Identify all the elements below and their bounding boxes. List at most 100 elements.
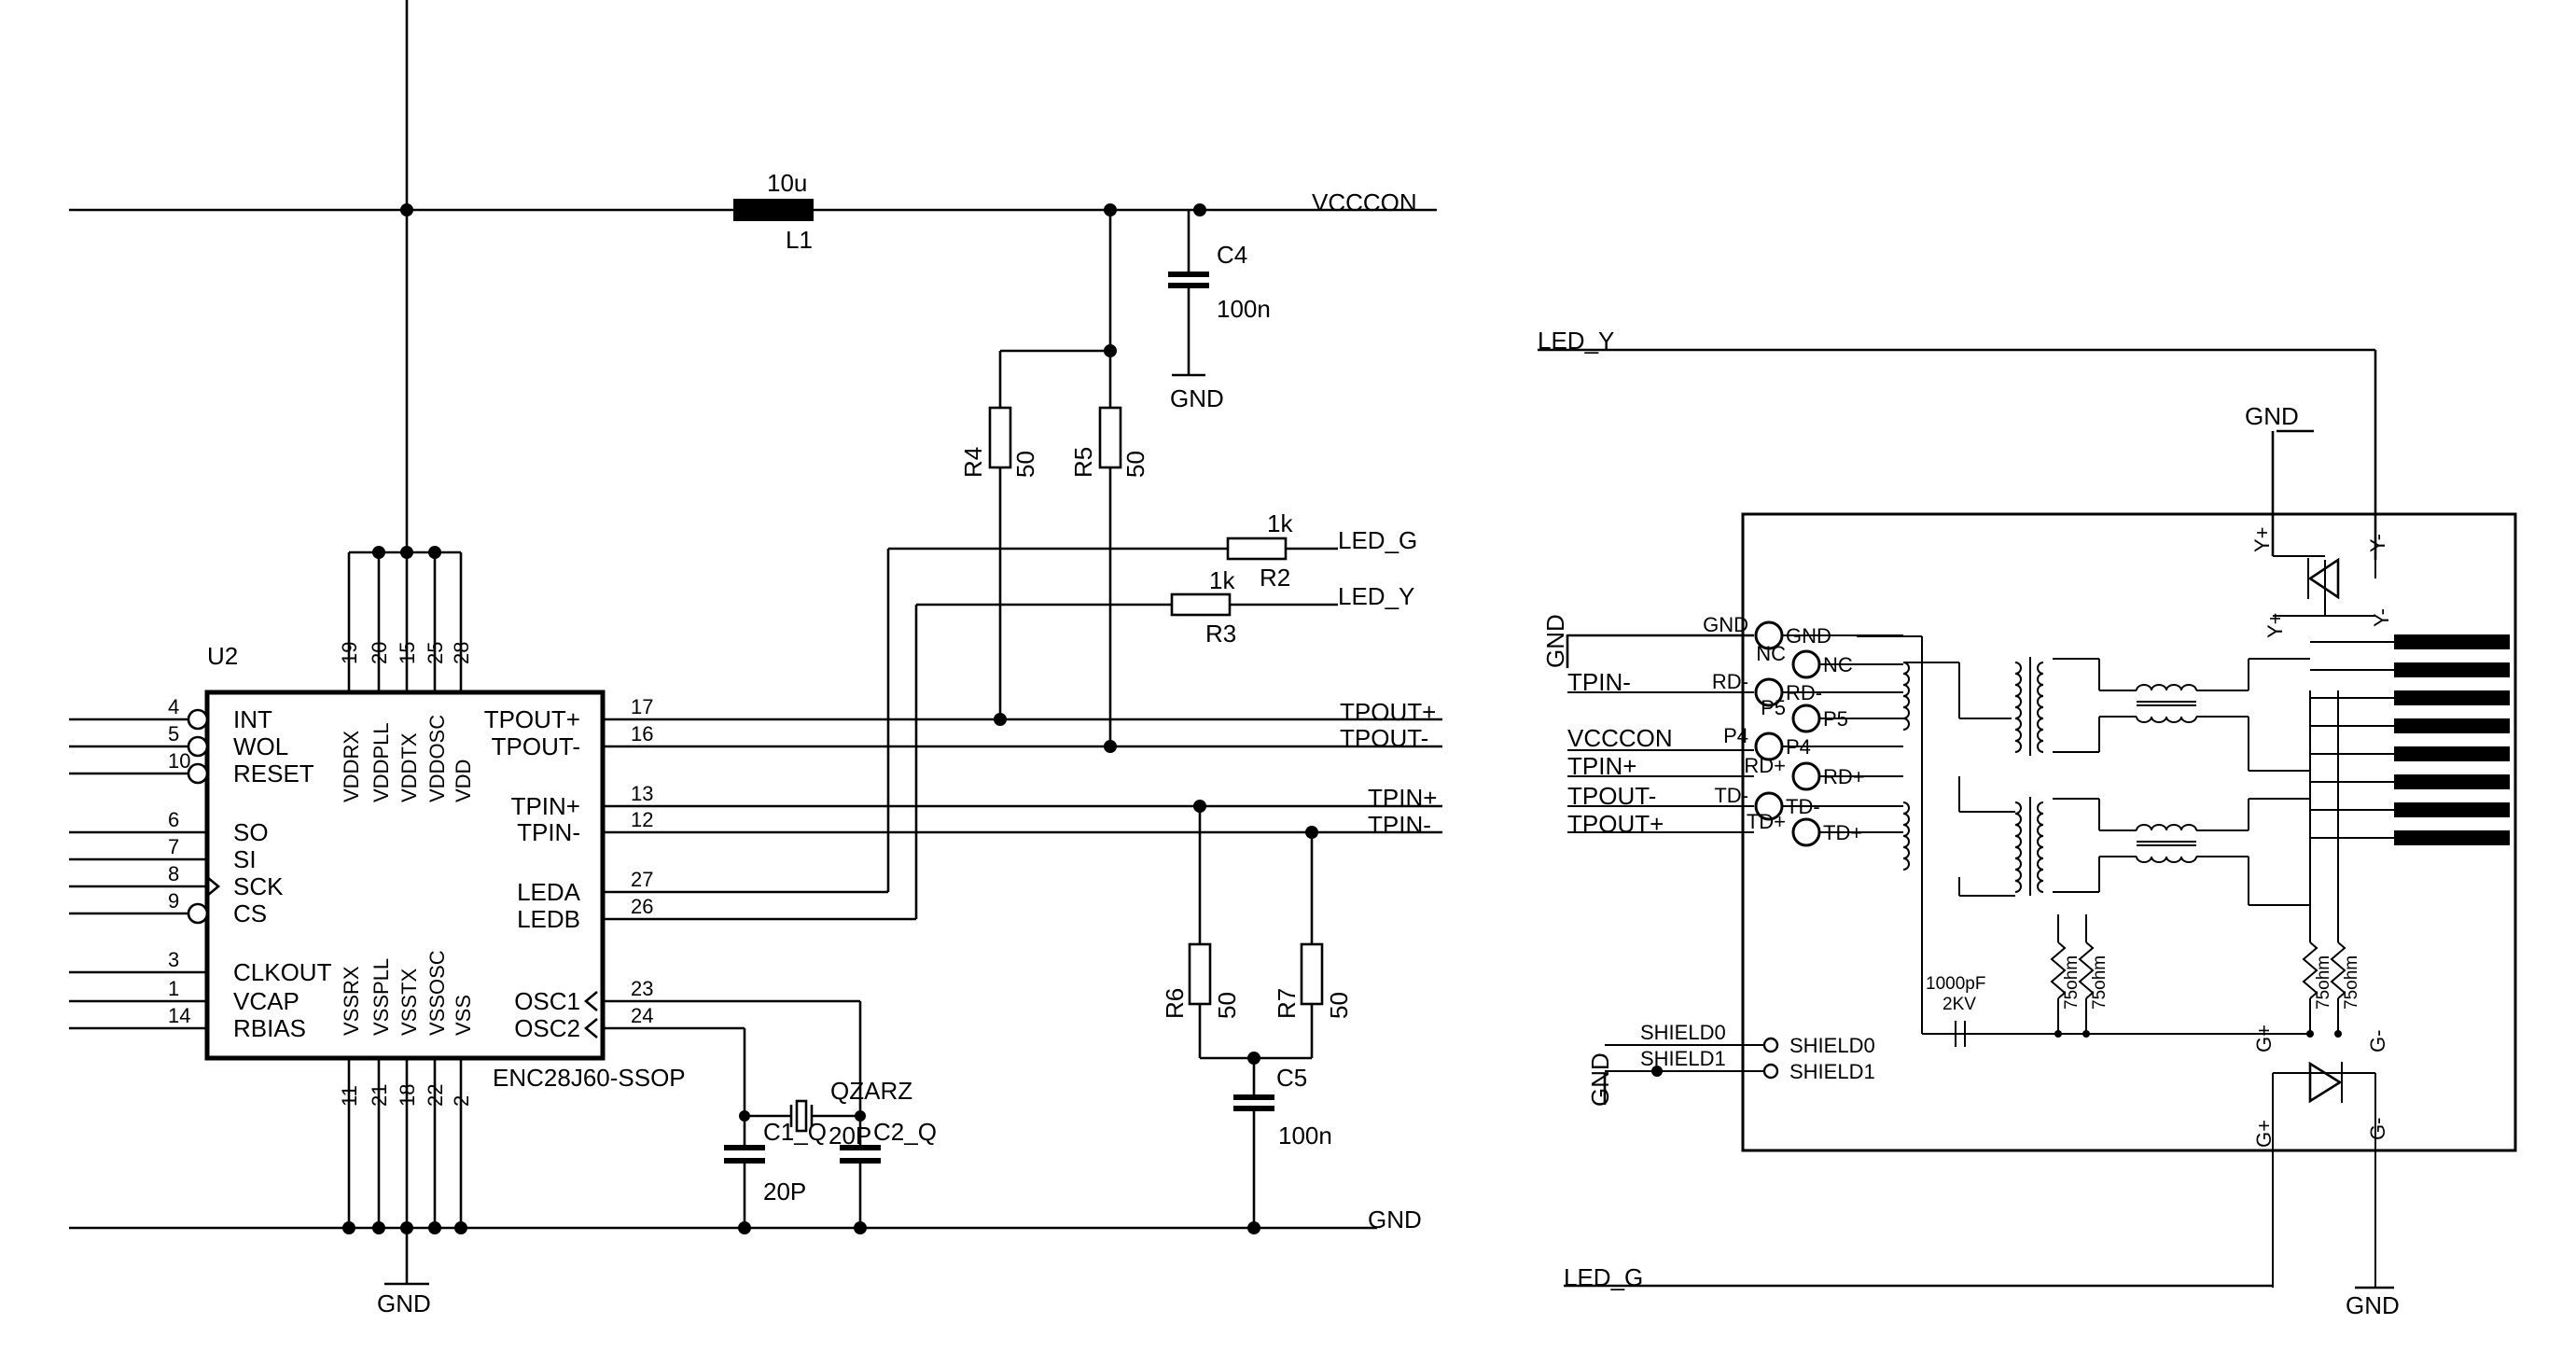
jack-pin-outer-label: RD-: [1712, 670, 1748, 693]
pin-number: 7: [168, 835, 179, 858]
r6-value: 50: [1213, 992, 1241, 1019]
pin-number: 23: [631, 977, 653, 1000]
pin-number: 1: [168, 977, 179, 1000]
tp-nets: TPOUT+ TPOUT- TPIN+ TPIN-: [603, 549, 1442, 921]
inverted-pin-bubble: [187, 735, 209, 758]
net-label-vcccon: VCCCON: [1312, 188, 1417, 216]
jack-pin-outer-label: P5: [1761, 696, 1786, 719]
net-label-led-y: LED_Y: [1538, 327, 1614, 355]
pin-number: 18: [396, 1084, 419, 1107]
led-y-minus: Y-: [2370, 608, 2393, 627]
crystal-qzarz: [795, 1099, 808, 1133]
pin-name: LEDB: [517, 905, 580, 933]
junction: [2054, 1030, 2062, 1038]
pin-number: 24: [631, 1004, 653, 1027]
pin-number: 21: [368, 1084, 391, 1107]
r2-ref: R2: [1260, 564, 1290, 592]
pin-name: RBIAS: [233, 1014, 306, 1042]
r4-value: 50: [1011, 451, 1039, 478]
winding: [1902, 662, 1910, 731]
resistors-r4-r5: R4 50 R5 50: [959, 210, 1149, 746]
pin-name: TPOUT-: [492, 732, 580, 760]
shield1-outer: SHIELD1: [1640, 1047, 1726, 1070]
pin-name: SO: [233, 818, 269, 846]
jack-pin-outer-label: NC: [1756, 642, 1786, 665]
net-label-tpout-plus: TPOUT+: [1340, 698, 1436, 726]
hv-cap-value: 1000pF: [1926, 974, 1985, 994]
resistor-value: 75ohm: [2314, 955, 2333, 1010]
pin-name: SI: [233, 845, 257, 873]
pin-number: 5: [168, 722, 179, 746]
resistor-zigzag: [2330, 941, 2346, 999]
pin-name: VDD: [452, 760, 475, 802]
rj45-contact-3: [2394, 690, 2510, 705]
rj45-contact-4: [2394, 718, 2510, 733]
c5-value: 100n: [1278, 1122, 1332, 1150]
pin-number: 15: [396, 642, 419, 664]
shield0-outer: SHIELD0: [1640, 1021, 1726, 1044]
junction: [1193, 203, 1206, 216]
resistors-r2-r3: 1k R2 1k R3 LED_G LED_Y: [888, 509, 1417, 648]
r6-ref: R6: [1161, 988, 1189, 1019]
pin-name: TPOUT+: [484, 705, 580, 733]
led-yellow: Y+ Y- Y+ Y-: [2250, 526, 2393, 638]
jack-pin-outer-label: TD-: [1714, 784, 1748, 807]
pin-name: VDDOSC: [425, 715, 449, 802]
pin-name: VSS: [452, 995, 475, 1036]
inverted-pin-bubble: [187, 762, 209, 785]
pin-name: VSSOSC: [425, 950, 449, 1036]
choke-top: [2136, 824, 2197, 831]
r5-value: 50: [1121, 451, 1149, 478]
r2-value: 1k: [1267, 509, 1293, 537]
pin-name: VDDTX: [397, 732, 421, 802]
hv-cap-voltage: 2KV: [1942, 995, 1976, 1014]
jack-pin-outer-label: P4: [1723, 724, 1748, 747]
pin-number: 6: [168, 808, 179, 831]
jack-net-gnd: GND: [1541, 614, 1569, 668]
resistor-r6: [1188, 942, 1212, 1006]
pin-number: 26: [631, 895, 653, 918]
power-rail: 10u L1 VCCCON: [69, 0, 1437, 552]
pin-number: 10: [168, 749, 190, 773]
inverted-pin-bubble: [187, 708, 209, 731]
jack-pin-circle: [1791, 817, 1821, 847]
c4-ref: C4: [1217, 241, 1247, 269]
r7-ref: R7: [1273, 988, 1301, 1019]
net-label-led-g: LED_G: [1564, 1263, 1643, 1291]
pin-name: OSC2: [514, 1014, 580, 1042]
pin-name: OSC1: [514, 987, 580, 1015]
choke-bottom: [2136, 716, 2197, 723]
pin-number: 11: [338, 1085, 361, 1107]
pin-name: VDDPLL: [369, 722, 393, 802]
jack-pin-circle: [1791, 761, 1821, 791]
u2-right-pins: 17TPOUT+16TPOUT-13TPIN+12TPIN-27LEDA26LE…: [484, 695, 654, 1042]
rj45-contact-5: [2394, 746, 2510, 761]
net-label-led-y: LED_Y: [1338, 582, 1414, 610]
net-label-led-g: LED_G: [1338, 526, 1417, 554]
net-label-tpin-plus: TPIN+: [1368, 784, 1437, 812]
pin-number: 28: [450, 642, 473, 664]
pin-name: INT: [233, 705, 272, 733]
pin-name: CS: [233, 899, 267, 927]
c4-value: 100n: [1217, 295, 1271, 323]
resistor-zigzag: [2302, 941, 2318, 999]
resistor-r4: [988, 406, 1012, 469]
winding: [1902, 801, 1910, 871]
gnd-label: GND: [1368, 1206, 1422, 1234]
shield-gnd: GND: [1586, 1052, 1614, 1107]
r3-value: 1k: [1209, 566, 1235, 594]
resistor-zigzag: [2078, 941, 2095, 999]
u2-ref: U2: [207, 642, 238, 670]
c2-value: 20P: [763, 1178, 806, 1206]
jack-net-vcccon: VCCCON: [1567, 724, 1673, 752]
winding: [2014, 801, 2022, 893]
junction: [2306, 1030, 2314, 1038]
resistor-r2: [1226, 537, 1288, 561]
gnd-label: GND: [377, 1289, 431, 1317]
rj45-contact-7: [2394, 802, 2510, 817]
jack-pin-circle: [1791, 649, 1821, 679]
led-g-minus: G-: [2366, 1118, 2389, 1140]
